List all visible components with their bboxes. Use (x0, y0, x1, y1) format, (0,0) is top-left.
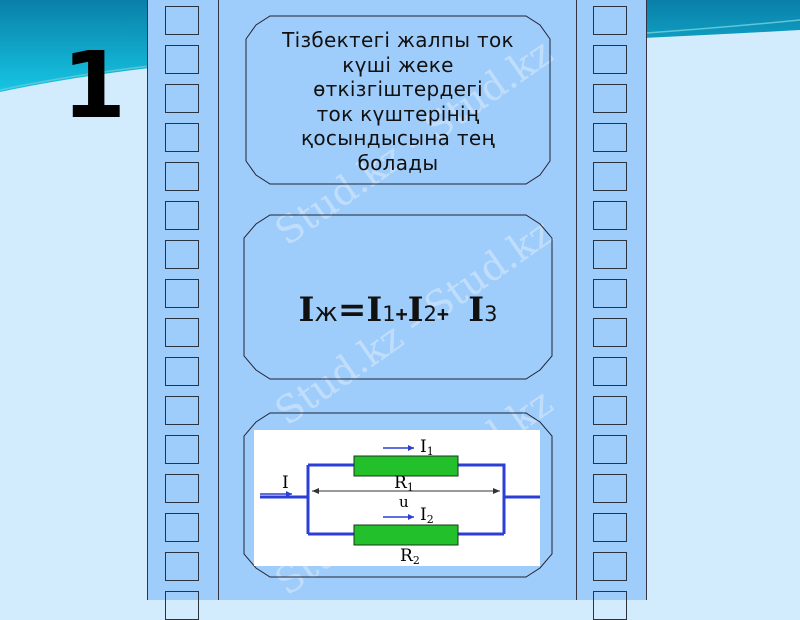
formula-term-sub: 1 (382, 302, 396, 326)
sprocket-hole (593, 396, 627, 425)
sprocket-hole (593, 513, 627, 542)
rule-line: қосындысына тең (301, 126, 495, 150)
sprocket-hole (593, 357, 627, 386)
sprocket-hole (593, 84, 627, 113)
sprocket-hole (593, 318, 627, 347)
sprocket-hole (165, 123, 199, 152)
sprocket-hole (165, 357, 199, 386)
sprocket-hole (165, 591, 199, 620)
film-strip-left (147, 0, 219, 620)
circuit-frame (240, 412, 556, 578)
formula: Iж=I1+I2+ I3 (240, 290, 556, 330)
sprocket-hole (165, 474, 199, 503)
formula-op: + (395, 302, 408, 326)
sprocket-hole (593, 6, 627, 35)
sprocket-hole (165, 84, 199, 113)
parallel-circuit-diagram: I1 I R1 u I2 R2 (254, 430, 540, 567)
formula-term-sub: 2 (423, 302, 437, 326)
rule-line: ток күштерінің (316, 101, 480, 126)
formula-term: I (407, 290, 424, 330)
resistor-r1 (353, 455, 459, 477)
formula-term: I (468, 290, 485, 330)
formula-op: + (436, 302, 449, 326)
rule-line: өткізгіштердегі (313, 77, 483, 101)
svg-text:I: I (282, 473, 289, 493)
formula-total-sub: ж (314, 298, 338, 328)
svg-text:u: u (399, 493, 409, 511)
sprocket-hole (593, 591, 627, 620)
sprocket-hole (593, 279, 627, 308)
sprocket-hole (593, 435, 627, 464)
svg-text:R2: R2 (400, 546, 420, 566)
sprocket-hole (165, 552, 199, 581)
sprocket-hole (165, 201, 199, 230)
sprocket-hole (165, 6, 199, 35)
sprocket-holes-left (148, 0, 218, 620)
rule-frame: Тізбектегі жалпы ток күші жеке өткізгішт… (240, 15, 556, 215)
sprocket-hole (593, 552, 627, 581)
film-strip-right (576, 0, 647, 620)
slide-number: 1 (62, 32, 127, 139)
sprocket-hole (593, 201, 627, 230)
formula-term-sub: 3 (484, 302, 498, 326)
sprocket-hole (165, 318, 199, 347)
formula-frame: Iж=I1+I2+ I3 (240, 214, 556, 380)
sprocket-hole (593, 240, 627, 269)
sprocket-hole (165, 396, 199, 425)
sprocket-hole (165, 162, 199, 191)
sprocket-hole (593, 474, 627, 503)
svg-text:I1: I1 (420, 437, 434, 458)
rule-line: Тізбектегі жалпы ток (282, 28, 514, 52)
formula-term: I (366, 290, 383, 330)
sprocket-hole (593, 45, 627, 74)
sprocket-holes-right (577, 0, 646, 620)
svg-text:I2: I2 (420, 505, 434, 526)
sprocket-hole (165, 279, 199, 308)
sprocket-hole (593, 162, 627, 191)
rule-text: Тізбектегі жалпы ток күші жеке өткізгішт… (240, 15, 556, 175)
rule-line: болады (357, 150, 439, 175)
formula-equals: = (337, 290, 367, 330)
sprocket-hole (165, 435, 199, 464)
sprocket-hole (593, 123, 627, 152)
sprocket-hole (165, 45, 199, 74)
sprocket-hole (165, 240, 199, 269)
formula-total: I (298, 290, 315, 330)
resistor-r2 (353, 524, 459, 546)
sprocket-hole (165, 513, 199, 542)
rule-line: күші жеке (342, 52, 454, 77)
